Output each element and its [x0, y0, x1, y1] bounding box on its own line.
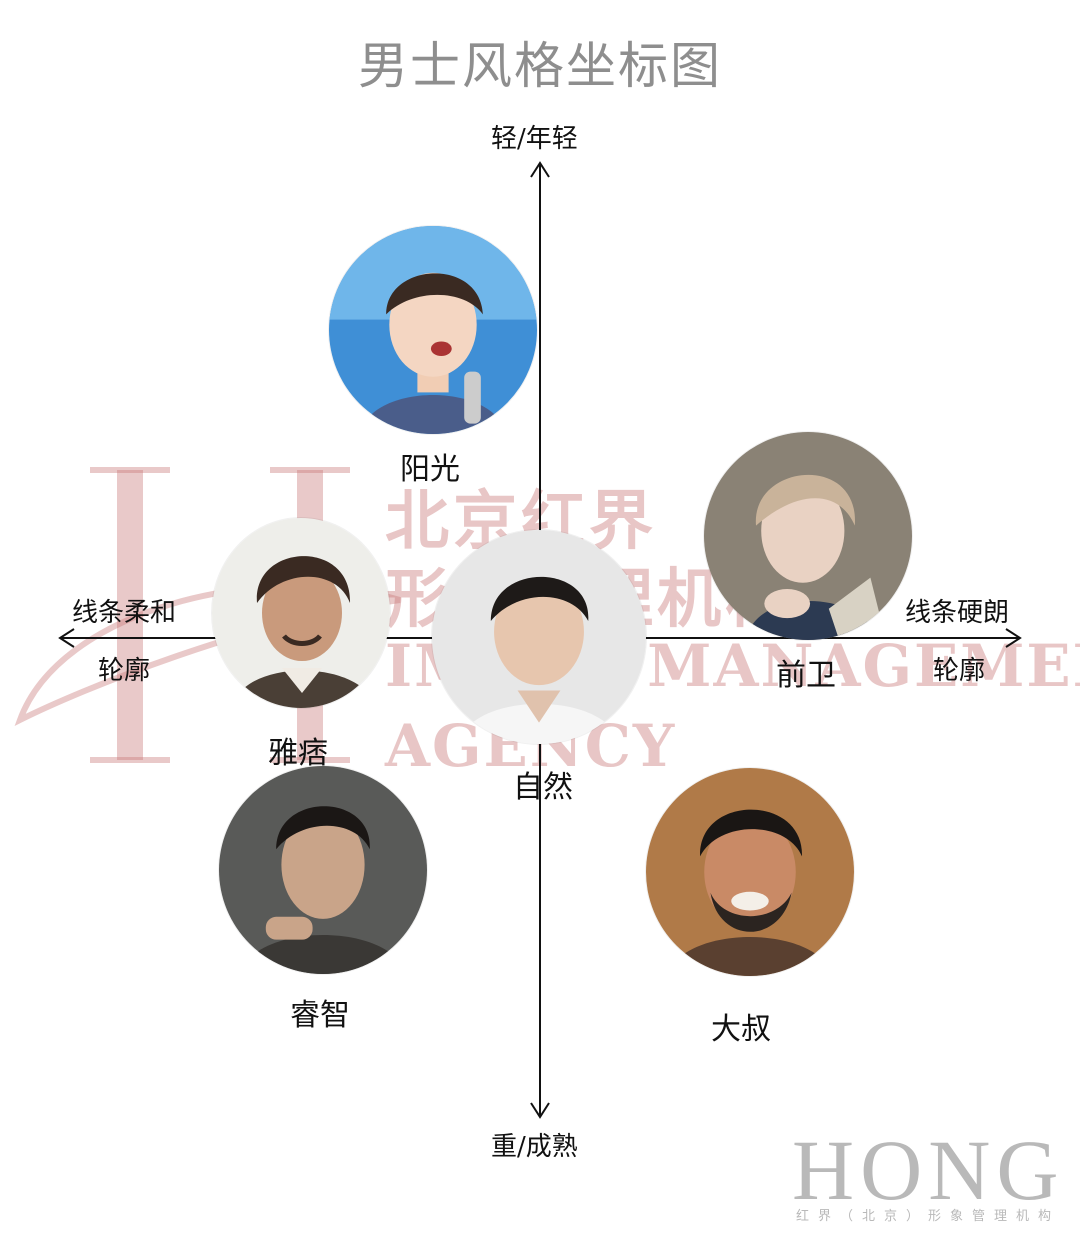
left-arrow-icon: [58, 628, 75, 648]
axis-top-label: 轻/年轻: [491, 124, 578, 154]
axis-left-label-line1: 线条柔和: [72, 598, 177, 628]
down-arrow-icon: [530, 1102, 550, 1119]
portrait-natural: [432, 530, 646, 744]
label-natural: 自然: [513, 770, 573, 805]
portrait-elegant-ruffian: [212, 518, 390, 708]
axis-right-label-line2: 轮廓: [933, 656, 986, 686]
up-arrow-icon: [530, 161, 550, 178]
label-wise: 睿智: [290, 998, 350, 1033]
portrait-uncle: [646, 768, 854, 976]
portrait-sunny: [329, 226, 537, 434]
label-sunny: 阳光: [400, 452, 460, 487]
portrait-wise: [219, 766, 427, 974]
axis-right-label-line1: 线条硬朗: [905, 598, 1010, 628]
label-elegant-ruffian: 雅痞: [268, 736, 328, 771]
label-uncle: 大叔: [711, 1012, 771, 1047]
page-title: 男士风格坐标图: [358, 37, 722, 95]
axis-left-label-line2: 轮廓: [98, 656, 151, 686]
axis-bottom-label: 重/成熟: [491, 1132, 578, 1162]
portrait-avant: [704, 432, 912, 640]
brand-name: HONG: [792, 1122, 1065, 1218]
brand-subtitle: 红界（北京）形象管理机构: [796, 1209, 1061, 1224]
label-avant: 前卫: [776, 658, 836, 693]
right-arrow-icon: [1005, 628, 1022, 648]
